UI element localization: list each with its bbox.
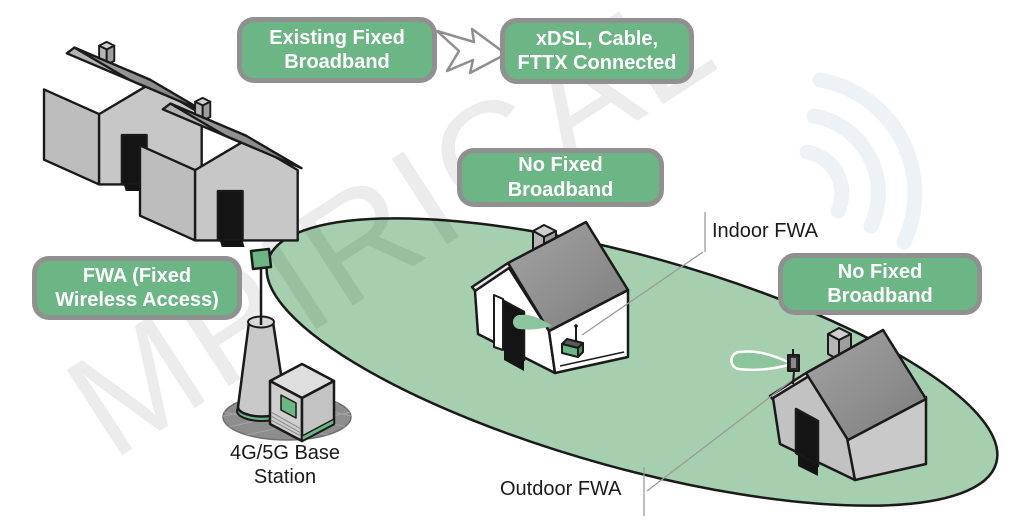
label-text: Existing Fixed Broadband <box>269 26 405 73</box>
label-box-no-fixed-broadband-outdoor: No Fixed Broadband <box>778 253 982 315</box>
radio-beam-indoor <box>512 314 552 330</box>
base-station-label: 4G/5G Base Station <box>229 442 341 489</box>
equipment-cabinet <box>268 362 336 443</box>
wifi-signal-icon <box>799 72 923 250</box>
label-text: xDSL, Cable, FTTX Connected <box>517 27 677 74</box>
indoor-fwa-router <box>561 324 584 358</box>
outdoor-fwa-unit <box>787 349 800 385</box>
label-box-existing-fixed-broadband: Existing Fixed Broadband <box>237 17 437 83</box>
outdoor-fwa-label: Outdoor FWA <box>500 478 622 500</box>
arrow-right-icon <box>435 27 508 75</box>
label-text: FWA (Fixed Wireless Access) <box>55 264 219 311</box>
house-outdoor-fwa <box>768 327 928 482</box>
label-box-no-fixed-broadband-indoor: No Fixed Broadband <box>457 148 664 207</box>
label-box-fwa: FWA (Fixed Wireless Access) <box>32 256 242 320</box>
house-indoor-fwa <box>470 220 630 375</box>
label-text: No Fixed Broadband <box>507 154 614 201</box>
label-box-xdsl-cable-fttx: xDSL, Cable, FTTX Connected <box>500 18 694 84</box>
annotation-lines <box>581 212 792 516</box>
radio-beam-outdoor <box>730 350 796 372</box>
label-text: No Fixed Broadband <box>827 260 933 307</box>
antenna-panel <box>249 247 273 271</box>
base-station <box>222 247 352 443</box>
open-door-panel <box>493 294 504 351</box>
indoor-fwa-label: Indoor FWA <box>712 220 818 242</box>
